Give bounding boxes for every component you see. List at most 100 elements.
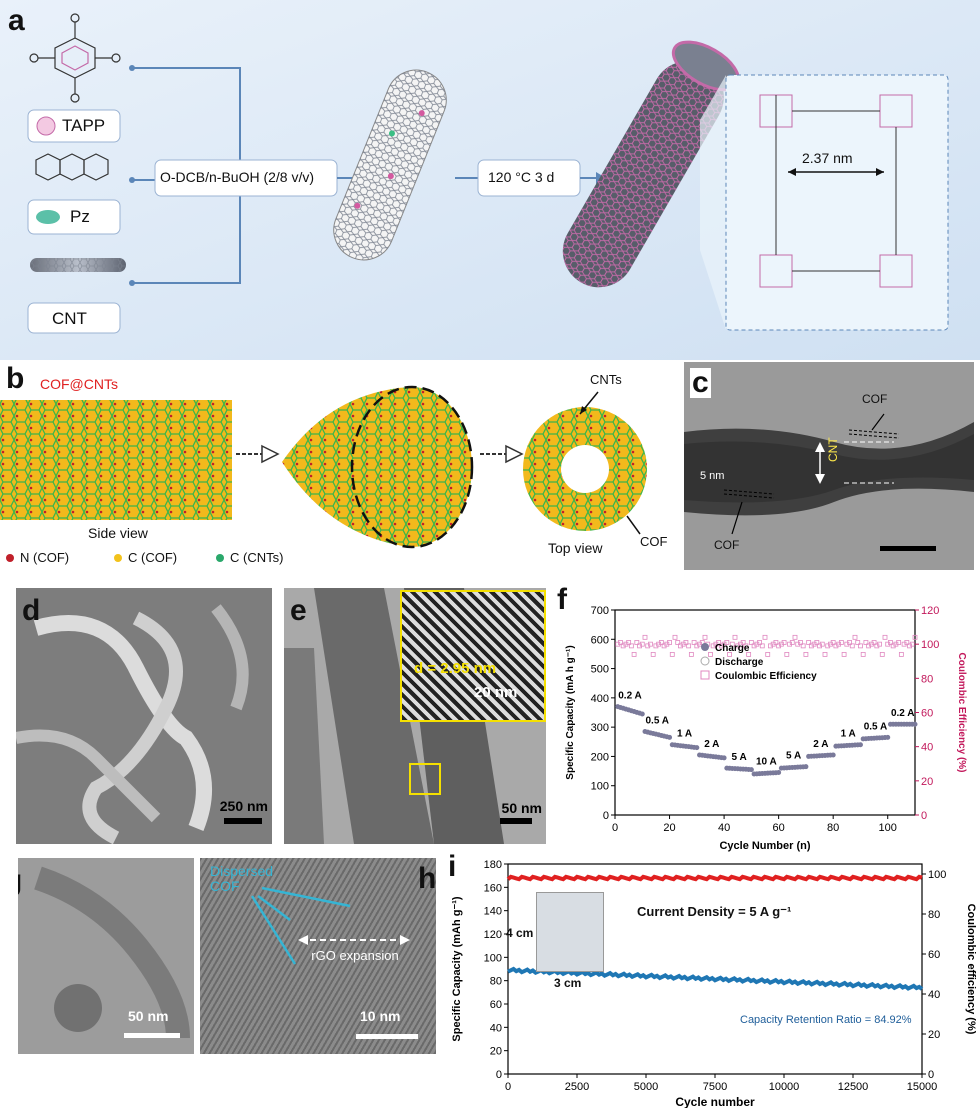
y2-tick-label: 120 bbox=[921, 605, 939, 617]
ce-point bbox=[748, 640, 754, 645]
y2-tick-label: 80 bbox=[928, 909, 940, 921]
ce-point bbox=[639, 641, 645, 647]
rate-label: 5 A bbox=[731, 752, 746, 763]
battery-width: 3 cm bbox=[554, 976, 582, 990]
ce-point bbox=[855, 640, 861, 645]
ce-point bbox=[708, 652, 713, 657]
cof-bottom-label: COF bbox=[714, 538, 740, 552]
ce-point bbox=[806, 640, 812, 645]
x-axis-label: Cycle number bbox=[675, 1095, 755, 1108]
ce-point bbox=[702, 634, 708, 640]
ce-point bbox=[838, 640, 844, 645]
y-tick-label: 180 bbox=[484, 859, 502, 871]
ce-point bbox=[860, 652, 866, 657]
ce-point bbox=[830, 640, 836, 645]
y-tick-label: 20 bbox=[490, 1046, 502, 1058]
y-tick-label: 700 bbox=[591, 605, 609, 617]
ce-point bbox=[882, 634, 888, 640]
cof-top-label: COF bbox=[862, 392, 888, 406]
cof-label: COF bbox=[640, 534, 668, 549]
ce-point bbox=[888, 640, 893, 645]
ce-series bbox=[506, 874, 923, 882]
panel-d-label: d bbox=[22, 594, 41, 627]
x-tick-label: 40 bbox=[718, 822, 730, 834]
ce-point bbox=[871, 640, 877, 645]
ce-point bbox=[729, 641, 735, 647]
scale-bar bbox=[880, 546, 936, 551]
y2-tick-label: 40 bbox=[921, 742, 933, 754]
y2-tick-label: 0 bbox=[928, 1069, 934, 1081]
pore-size-label: 2.37 nm bbox=[802, 150, 853, 166]
ce-point bbox=[658, 640, 664, 645]
ce-point bbox=[784, 652, 790, 657]
rate-label: 0.2 A bbox=[891, 708, 915, 719]
charge-point bbox=[830, 752, 836, 758]
y-tick-label: 500 bbox=[591, 664, 609, 676]
y2-tick-label: 60 bbox=[921, 708, 933, 720]
ce-point bbox=[732, 634, 738, 640]
charge-point bbox=[748, 767, 754, 773]
rgo-expansion-label: rGO expansion bbox=[311, 948, 399, 963]
legend-discharge-marker bbox=[700, 656, 710, 666]
x-tick-label: 0 bbox=[612, 822, 618, 834]
x-tick-label: 15000 bbox=[907, 1081, 938, 1093]
legend-ce-marker bbox=[700, 670, 710, 680]
charge-point bbox=[667, 734, 673, 740]
rate-label: 0.2 A bbox=[618, 691, 642, 702]
ce-point bbox=[798, 640, 803, 645]
panel-b-label: b bbox=[6, 362, 25, 395]
y-axis-label: Specific Capacity (mA h g⁻¹) bbox=[565, 645, 576, 779]
tapp-label: TAPP bbox=[62, 116, 106, 135]
y2-tick-label: 80 bbox=[921, 673, 933, 685]
inset-hrtem bbox=[400, 590, 546, 722]
ce-point bbox=[896, 640, 902, 645]
ce-point bbox=[909, 641, 915, 647]
panel-b: b COF@CNTs Side view Top view CNTs COF N… bbox=[0, 362, 680, 572]
ce-point bbox=[841, 652, 847, 657]
charge-point bbox=[639, 711, 645, 717]
y2-tick-label: 40 bbox=[928, 989, 940, 1001]
panel-g-tem bbox=[34, 866, 190, 1039]
legend-n-dot bbox=[6, 554, 14, 562]
ce-point bbox=[691, 640, 697, 645]
cnt-label: CNT bbox=[52, 309, 87, 328]
panel-d-sem bbox=[16, 604, 262, 844]
y-tick-label: 300 bbox=[591, 722, 609, 734]
panel-e: e d = 2.95 nm 20 nm 50 nm bbox=[284, 588, 546, 844]
retention-label: Capacity Retention Ratio = 84.92% bbox=[740, 1014, 912, 1026]
y2-tick-label: 100 bbox=[928, 869, 946, 881]
panel-d: d 250 nm bbox=[16, 588, 272, 844]
panel-c: c COF COF CNT 5 nm bbox=[684, 362, 974, 570]
ce-point bbox=[904, 640, 910, 645]
charge-point bbox=[912, 721, 918, 727]
rate-label: 2 A bbox=[704, 739, 719, 750]
charge-point bbox=[803, 764, 809, 770]
ce-point bbox=[727, 652, 732, 657]
ce-point bbox=[789, 640, 795, 645]
ce-point bbox=[781, 640, 787, 645]
y2-tick-label: 20 bbox=[921, 776, 933, 788]
panel-c-label: c bbox=[690, 366, 711, 399]
scale-50nm-g: 50 nm bbox=[128, 1008, 169, 1024]
ce-point bbox=[716, 640, 722, 645]
legend-n: N (COF) bbox=[20, 550, 70, 565]
charge-point bbox=[721, 755, 727, 761]
rate-label: 10 A bbox=[756, 757, 777, 768]
cnt-label-c: CNT bbox=[826, 437, 840, 462]
ce-point bbox=[819, 641, 825, 647]
rate-label: 1 A bbox=[841, 729, 856, 740]
ce-point bbox=[858, 643, 863, 649]
scale-50nm-e: 50 nm bbox=[501, 800, 542, 816]
y-axis-label: Specific Capacity (mAh g⁻¹) bbox=[451, 896, 463, 1042]
charge-point bbox=[694, 745, 700, 751]
y-tick-label: 160 bbox=[484, 882, 502, 894]
ce-point bbox=[822, 652, 828, 657]
top-view-label: Top view bbox=[548, 540, 603, 556]
y-tick-label: 60 bbox=[490, 999, 502, 1011]
y-tick-label: 100 bbox=[591, 781, 609, 793]
ce-point bbox=[877, 641, 882, 647]
cof-cnt-tube bbox=[562, 40, 740, 288]
